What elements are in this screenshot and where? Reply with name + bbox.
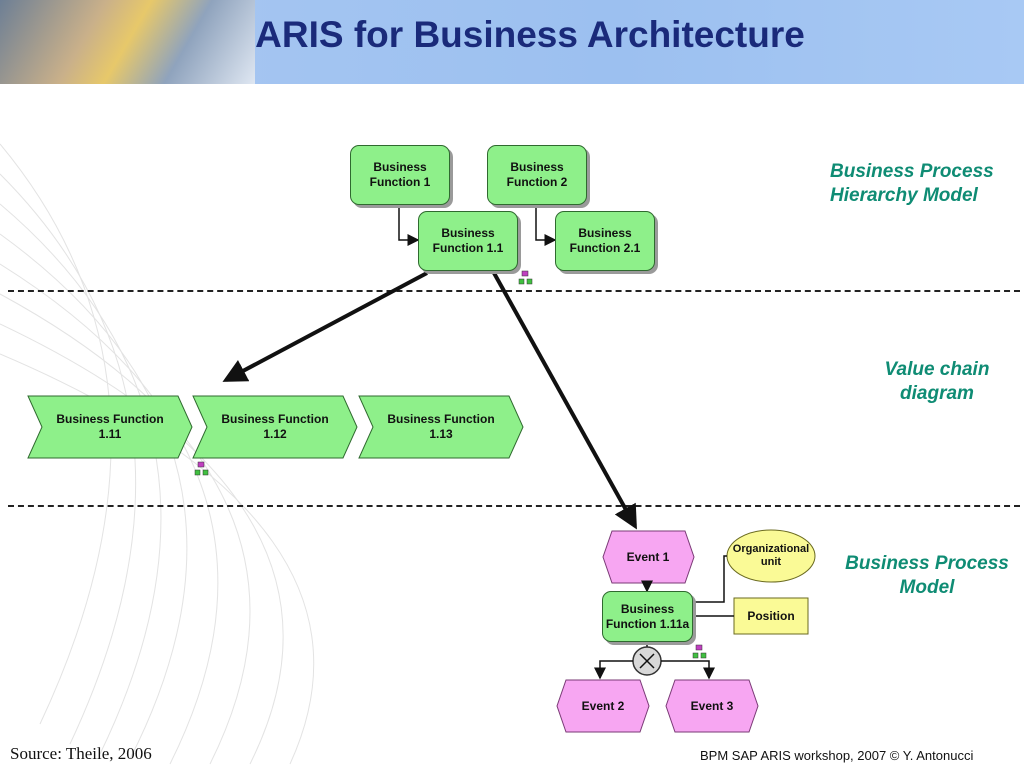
- event-3[interactable]: Event 3: [690, 698, 734, 713]
- section-label-value-chain: Value chain diagram: [884, 359, 990, 404]
- node-business-function-1[interactable]: Business Function 1: [350, 145, 450, 205]
- position-shape: [733, 597, 809, 635]
- assignment-icon: [194, 461, 209, 476]
- value-chain-node-1-13[interactable]: Business Function 1.13: [387, 412, 495, 441]
- node-business-function-2[interactable]: Business Function 2: [487, 145, 587, 205]
- value-chain-node-1-12[interactable]: Business Function 1.12: [221, 412, 329, 441]
- value-chain-node-1-11[interactable]: Business Function 1.11: [56, 412, 164, 441]
- node-business-function-1-1[interactable]: Business Function 1.1: [418, 211, 518, 271]
- event-shape-2: [556, 679, 650, 733]
- connector-xor-event2: [594, 660, 633, 680]
- separator-bottom: [8, 505, 1020, 507]
- value-chain-shape-1-12: [192, 395, 358, 459]
- connector-bf2-bf21: [535, 204, 557, 246]
- connector-xor-event3: [661, 660, 715, 680]
- event-1[interactable]: Event 1: [626, 549, 670, 564]
- node-business-function-1-11a[interactable]: Business Function 1.11a: [602, 591, 693, 642]
- footer-source: Source: Theile, 2006: [10, 744, 152, 763]
- section-label-hierarchy: Business Process Hierarchy Model: [830, 161, 994, 206]
- position[interactable]: Position: [747, 608, 795, 623]
- separator-top: [8, 290, 1020, 292]
- value-chain-shape-1-11: [27, 395, 193, 459]
- event-2[interactable]: Event 2: [581, 698, 625, 713]
- connector-bf1-bf11: [398, 204, 420, 246]
- event-shape-3: [665, 679, 759, 733]
- header-photo: [0, 0, 255, 84]
- arrow-to-process-model: [492, 272, 637, 530]
- assignment-icon: [692, 644, 707, 659]
- assignment-icon: [518, 270, 533, 285]
- value-chain-shape-1-13: [358, 395, 524, 459]
- node-business-function-2-1[interactable]: Business Function 2.1: [555, 211, 655, 271]
- org-unit[interactable]: Organizational unit: [732, 543, 810, 568]
- page-title: ARIS for Business Architecture: [255, 14, 805, 55]
- event-shape-1: [602, 530, 695, 584]
- section-label-process: Business Process Model: [845, 553, 1009, 598]
- connector-function-org: [692, 555, 727, 603]
- background-decoration: [0, 143, 315, 765]
- footer-credit: BPM SAP ARIS workshop, 2007 © Y. Antonuc…: [700, 748, 974, 763]
- arrow-to-value-chain: [222, 271, 428, 382]
